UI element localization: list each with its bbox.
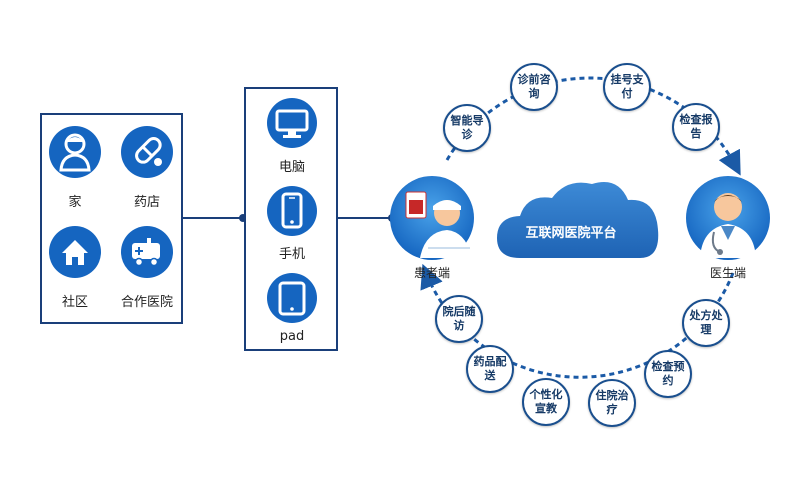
monitor-icon [267,98,317,148]
ring-node-exam-booking: 检查预约 [644,350,692,398]
ring-node-prescription: 处方处理 [682,299,730,347]
doctor-avatar [686,176,770,260]
device-label-computer: 电脑 [278,160,305,175]
house-icon [49,226,101,278]
ring-node-follow-up: 院后随访 [435,295,483,343]
pill-icon [121,126,173,178]
ring-node-registration-payment: 挂号支付 [603,63,651,111]
patient-avatar [390,176,474,260]
doctor-label: 医生端 [709,266,746,280]
ring-node-drug-delivery: 药品配送 [466,345,514,393]
location-label-home: 家 [68,195,82,210]
home-icon [49,126,101,178]
location-label-pharmacy: 药店 [133,195,160,210]
ring-node-education: 个性化宣教 [522,378,570,426]
device-label-pad: pad [279,329,305,344]
location-label-hospital: 合作医院 [120,295,173,310]
tablet-icon [267,273,317,323]
ring-node-exam-report: 检查报告 [672,103,720,151]
patient-label: 患者端 [413,266,450,280]
device-label-phone: 手机 [278,247,305,262]
ring-node-pre-consult: 诊前咨询 [510,63,558,111]
ring-node-hospitalization: 住院治疗 [588,379,636,427]
location-label-community: 社区 [61,295,88,310]
ambulance-icon [121,226,173,278]
smartphone-icon [267,186,317,236]
platform-title: 互联网医院平台 [525,226,617,241]
cloud-icon [497,182,659,258]
ring-node-smart-triage: 智能导诊 [443,104,491,152]
